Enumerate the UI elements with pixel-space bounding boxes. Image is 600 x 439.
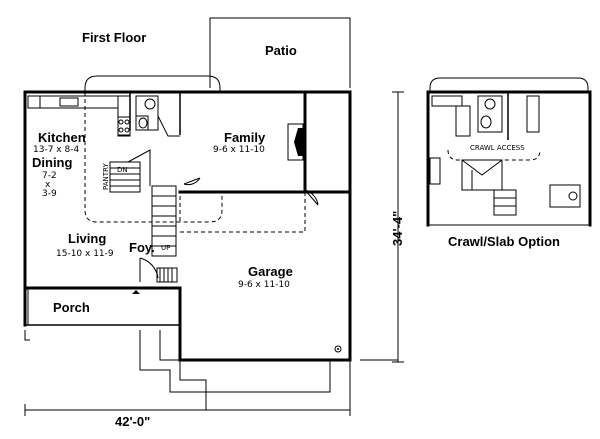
foyer-label: Foy. [129, 240, 155, 255]
dining-size-3: 3-9 [42, 189, 57, 199]
stairs [109, 149, 178, 283]
doors [132, 177, 319, 294]
garage-label: Garage [248, 264, 293, 279]
powder-room [135, 95, 180, 137]
floor-title: First Floor [82, 30, 146, 45]
patio-area [209, 17, 351, 88]
crawl-access-label: CRAWL ACCESS [470, 144, 525, 152]
pantry-label: PANTRY [102, 163, 110, 190]
patio-label: Patio [265, 43, 297, 58]
width-dimension [24, 404, 351, 416]
porch [25, 288, 180, 326]
stair-down-label: DN [117, 166, 128, 174]
kitchen-label: Kitchen [38, 130, 86, 145]
dining-size-1: 7-2 [42, 171, 57, 181]
living-size: 15-10 x 11-9 [56, 249, 114, 259]
option-title: Crawl/Slab Option [448, 234, 560, 249]
crawl-slab-option-plan [426, 77, 592, 227]
overhang-outline [84, 75, 306, 233]
family-size: 9-6 x 11-10 [213, 145, 265, 155]
kitchen-counter [27, 95, 131, 137]
exterior-walls [23, 90, 352, 362]
fireplace [287, 123, 304, 161]
depth-dimension [360, 91, 404, 363]
site-lines [24, 330, 351, 412]
depth-dimension-label: 34'-4" [390, 211, 405, 246]
living-label: Living [68, 231, 106, 246]
stair-up-label: UP [161, 244, 170, 252]
kitchen-size: 13-7 x 8-4 [33, 145, 79, 155]
dining-size-2: x [45, 180, 51, 190]
garage-size: 9-6 x 11-10 [238, 280, 290, 290]
family-label: Family [224, 130, 266, 145]
width-dimension-label: 42'-0" [115, 414, 150, 429]
porch-label: Porch [53, 300, 90, 315]
dining-label: Dining [32, 155, 72, 170]
